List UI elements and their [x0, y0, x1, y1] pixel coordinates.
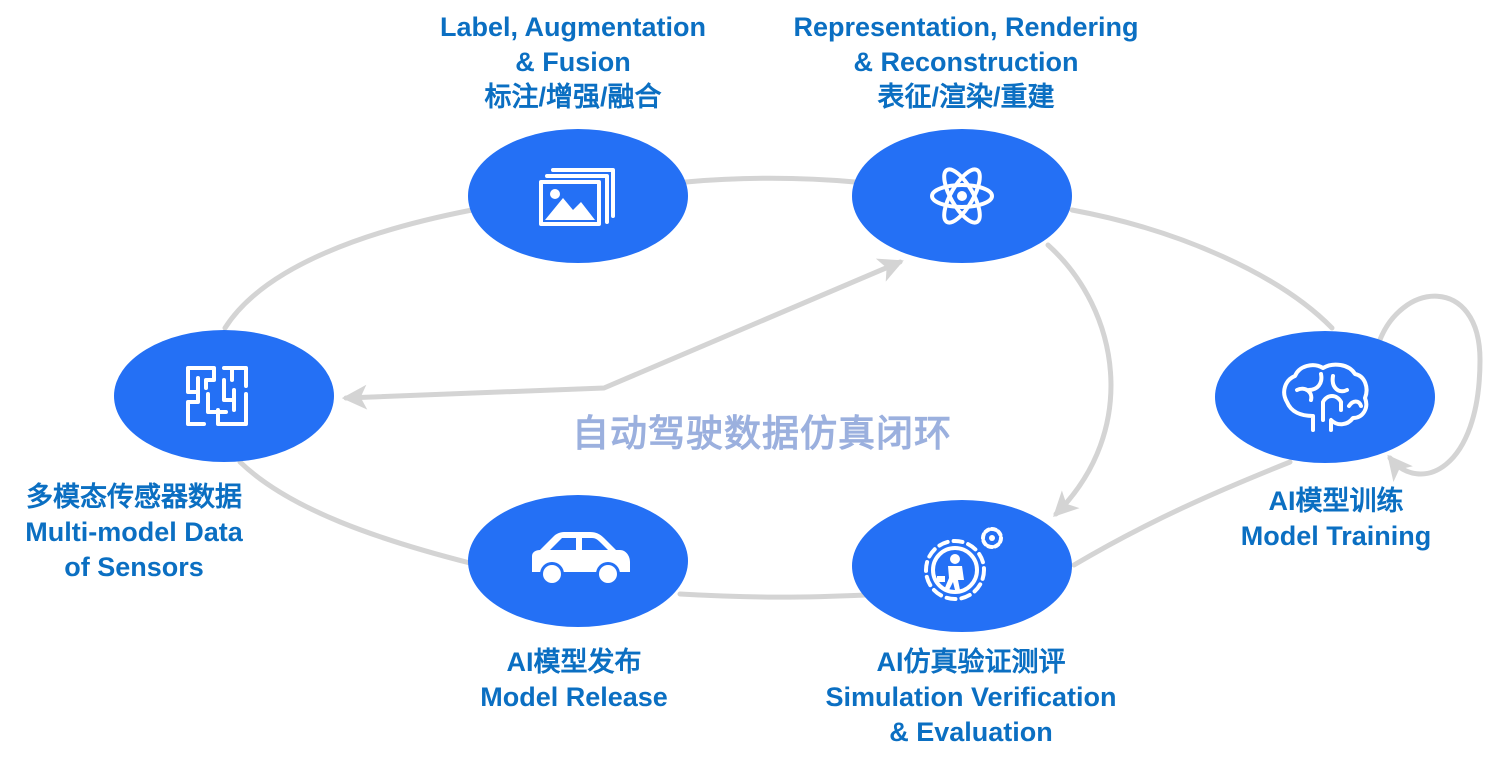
- car-icon: [532, 532, 630, 586]
- center-caption: 自动驾驶数据仿真闭环: [572, 413, 952, 454]
- label-training: AI模型训练 Model Training: [1241, 484, 1432, 554]
- maze-icon: [186, 366, 248, 426]
- label-sensors: 多模态传感器数据 Multi-model Data of Sensors: [25, 480, 243, 585]
- label-label-augmentation: Label, Augmentation & Fusion 标注/增强/融合: [440, 10, 706, 115]
- connector-label-to-representation: [683, 175, 858, 185]
- label-label-line: 标注/增强/融合: [484, 82, 662, 112]
- arrow-representation-to-simulation: [1045, 242, 1114, 517]
- label-sensors-line: Multi-model Data: [25, 517, 243, 547]
- label-simulation: AI仿真验证测评 Simulation Verification & Evalu…: [825, 645, 1116, 750]
- label-representation: Representation, Rendering & Reconstructi…: [793, 10, 1138, 115]
- label-training-line: Model Training: [1240, 521, 1432, 551]
- connector-release-to-sensors: [237, 459, 473, 566]
- label-release-line: AI模型发布: [506, 647, 642, 677]
- label-representation-line: 表征/渲染/重建: [877, 82, 1055, 112]
- label-release: AI模型发布 Model Release: [480, 645, 668, 715]
- label-sensors-line: of Sensors: [64, 552, 204, 582]
- gear-worker-icon: [924, 527, 1003, 601]
- brain-icon: [1282, 362, 1369, 432]
- arrow-training-self-loop: [1375, 293, 1483, 483]
- label-simulation-line: AI仿真验证测评: [876, 647, 1066, 677]
- label-representation-line: & Reconstruction: [853, 47, 1079, 77]
- label-training-line: AI模型训练: [1268, 486, 1404, 516]
- arrow-sensors-representation: [341, 258, 904, 410]
- atom-icon: [930, 167, 994, 225]
- connector-representation-to-training: [1069, 207, 1335, 331]
- label-label-line: Label, Augmentation: [439, 12, 707, 42]
- label-representation-line: Representation, Rendering: [793, 12, 1139, 42]
- label-label-line: & Fusion: [515, 47, 631, 77]
- node-label[interactable]: [468, 129, 688, 263]
- label-simulation-line: & Evaluation: [889, 717, 1053, 747]
- label-sensors-line: 多模态传感器数据: [25, 482, 242, 512]
- connector-simulation-to-release: [677, 591, 869, 600]
- label-release-line: Model Release: [480, 682, 668, 712]
- label-simulation-line: Simulation Verification: [825, 682, 1117, 712]
- image-stack-icon: [539, 168, 615, 226]
- connector-sensors-to-label: [222, 207, 475, 331]
- connector-training-to-simulation: [1071, 459, 1293, 568]
